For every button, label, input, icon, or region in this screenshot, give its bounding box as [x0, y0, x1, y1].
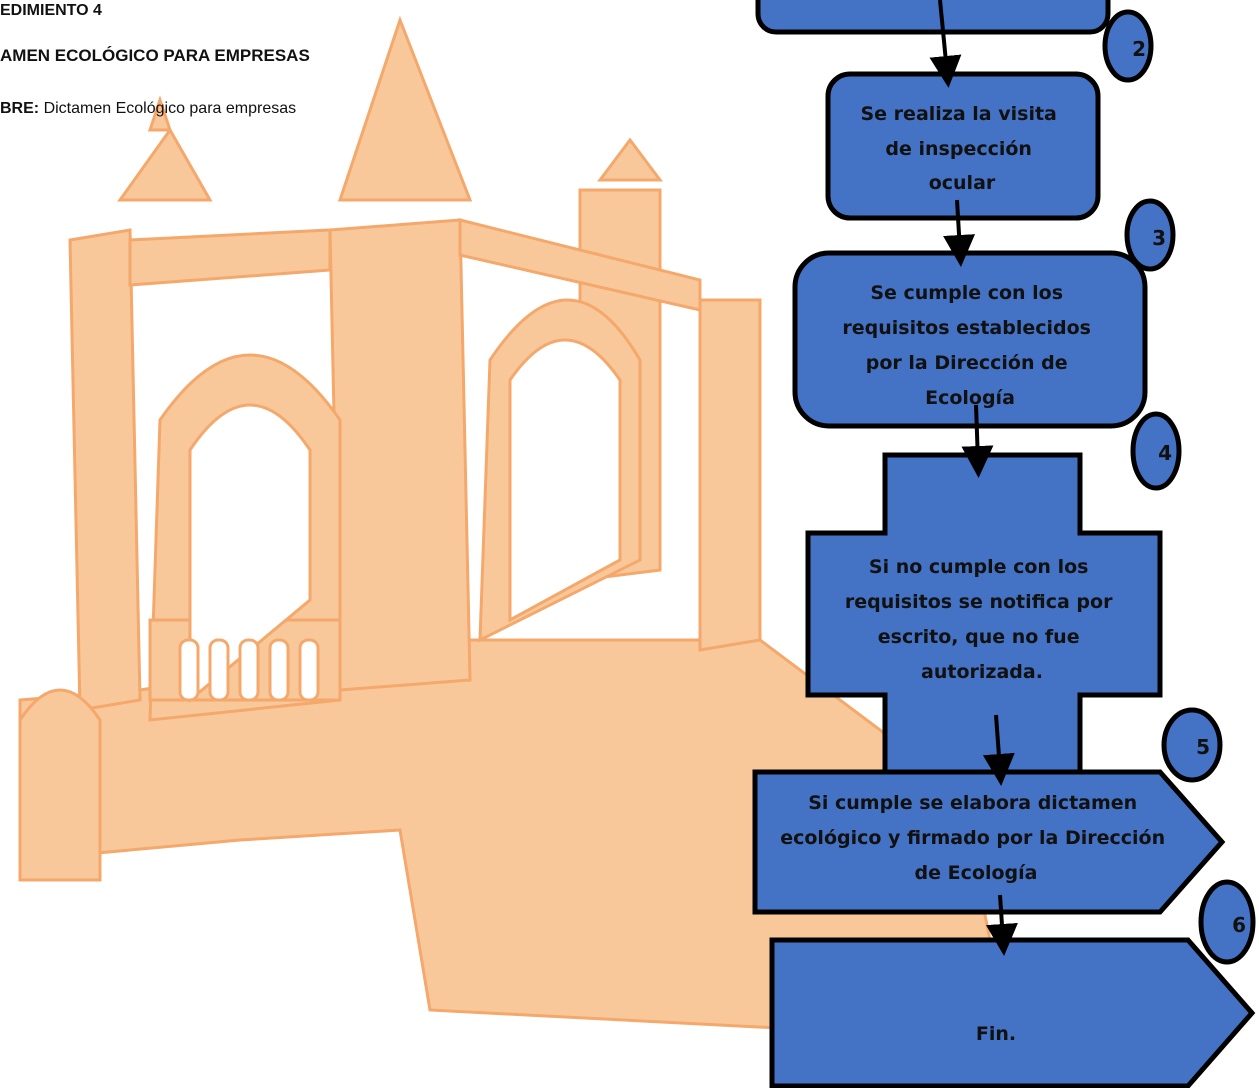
procedure-name: BRE: Dictamen Ecológico para empresas — [0, 100, 296, 118]
flow-arrow-1 — [929, 0, 962, 88]
flow-arrow-3 — [961, 404, 994, 478]
step-badge-3 — [1124, 198, 1176, 272]
procedure-name-value: Dictamen Ecológico para empresas — [43, 100, 297, 117]
flow-arrow-5 — [985, 894, 1018, 956]
step-badge-3-label: 3 — [1152, 226, 1166, 250]
step-badge-5 — [1161, 707, 1223, 783]
flow-node-box-top — [755, 0, 1111, 35]
flow-node-no-cumple-text: Si no cumple con los requisitos se notif… — [845, 556, 1119, 683]
step-badge-4-label: 4 — [1158, 441, 1172, 465]
step-badge-2-label: 2 — [1132, 37, 1146, 61]
flow-node-visita — [825, 71, 1101, 221]
step-badge-5-label: 5 — [1196, 735, 1210, 759]
flow-node-fin — [769, 937, 1256, 1088]
procedure-title: AMEN ECOLÓGICO PARA EMPRESAS — [0, 46, 310, 65]
flow-arrow-2 — [943, 199, 976, 267]
step-badge-2 — [1102, 9, 1154, 83]
flow-node-no-cumple — [805, 452, 1163, 783]
flow-node-visita-text: Se realiza la visita de inspección ocula… — [861, 103, 1064, 194]
flow-node-cumple-text: Si cumple se elabora dictamen ecológico … — [780, 792, 1172, 884]
step-badge-4 — [1130, 411, 1182, 491]
procedure-label: EDIMIENTO 4 — [0, 2, 102, 19]
procedure-name-prefix: BRE: — [0, 100, 40, 117]
step-badge-6-label: 6 — [1232, 913, 1246, 937]
flow-arrow-4 — [982, 714, 1015, 786]
flow-node-fin-text: Fin. — [976, 1023, 1016, 1045]
flow-node-requisitos-text: Se cumple con los requisitos establecido… — [842, 282, 1097, 409]
step-badge-6 — [1198, 879, 1256, 965]
flow-node-cumple — [752, 769, 1226, 915]
